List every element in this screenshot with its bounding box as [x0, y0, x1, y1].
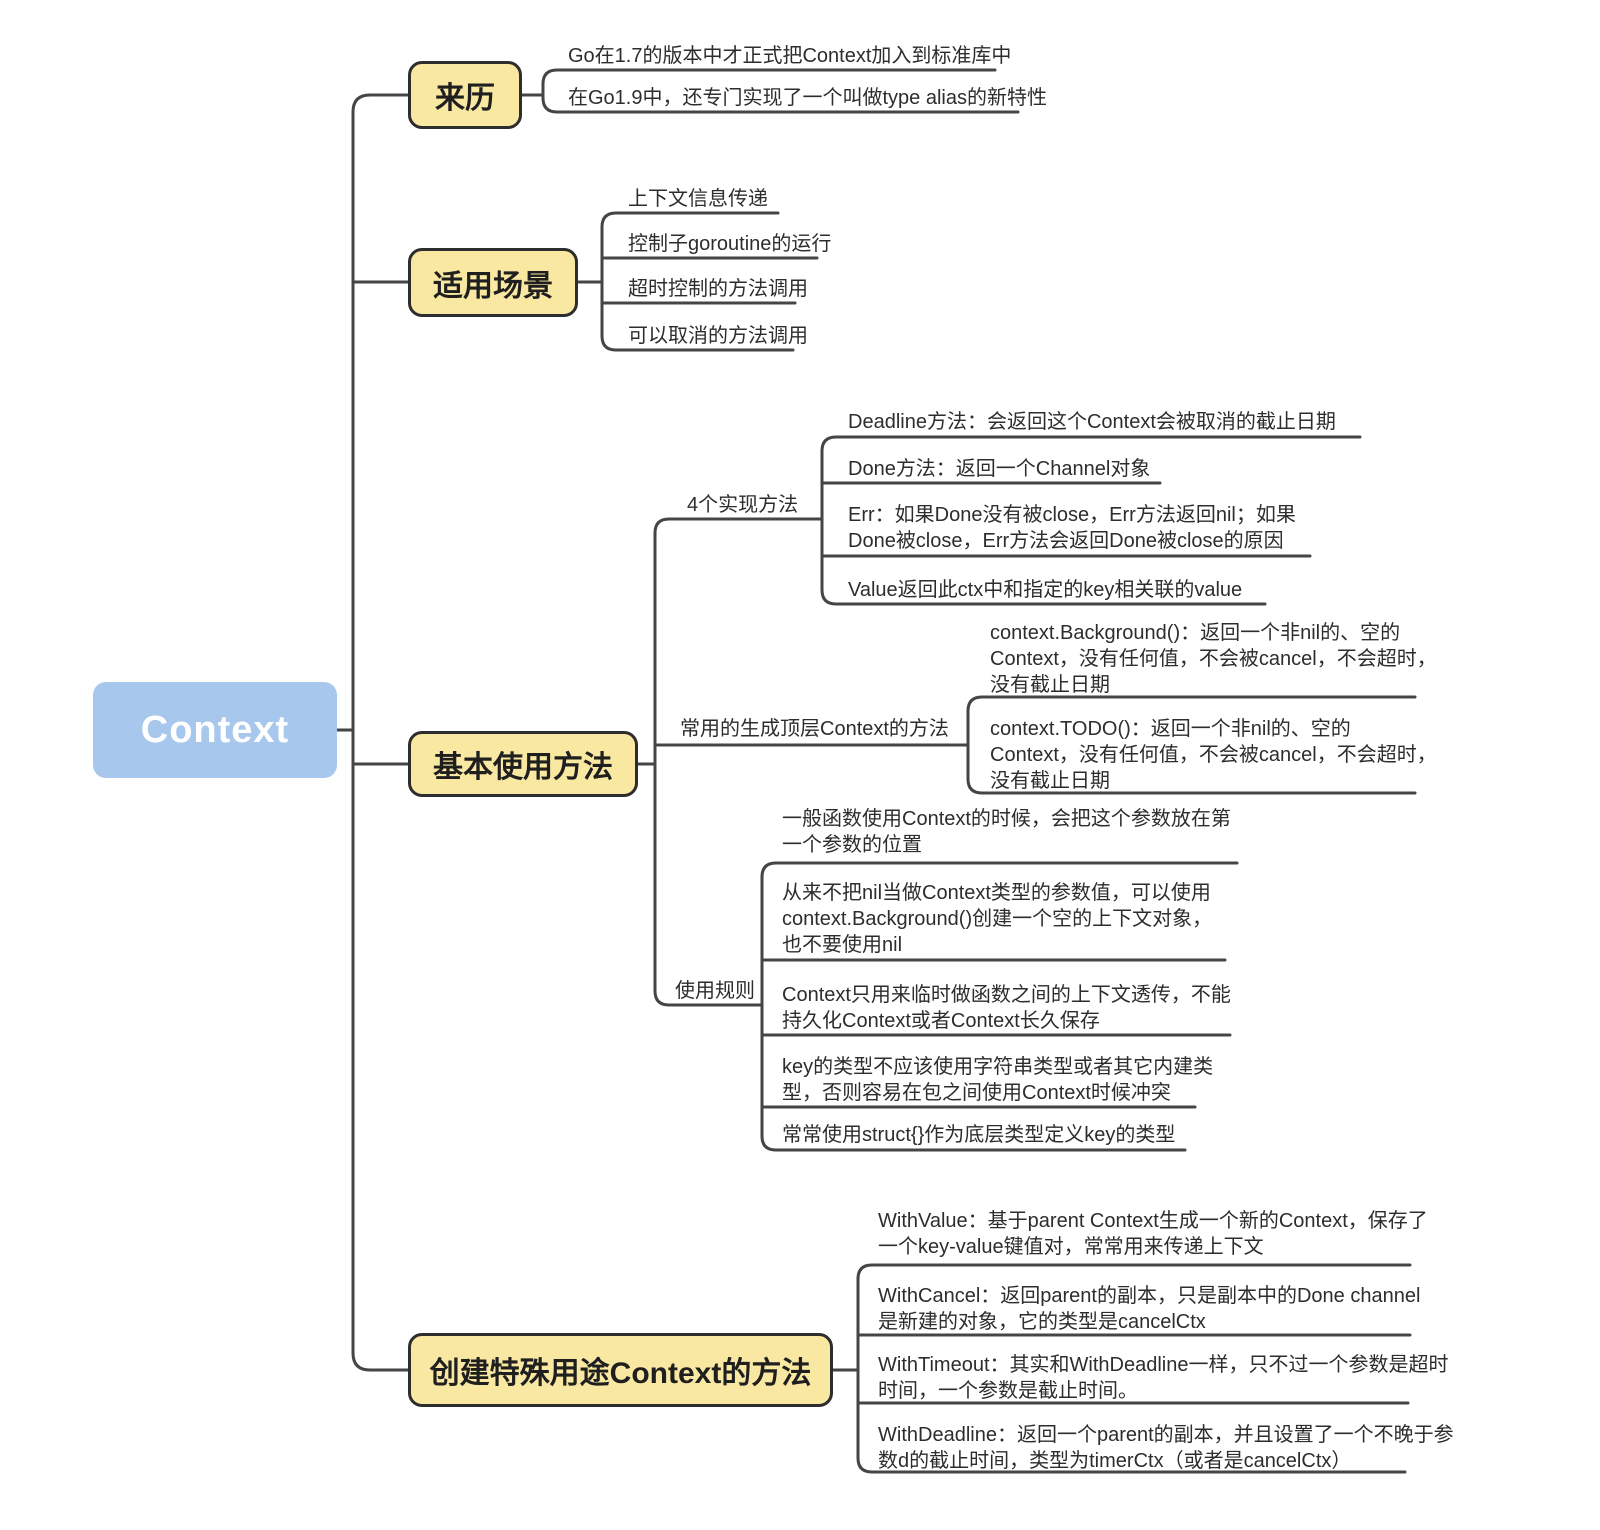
leaf-usecase-context-info[interactable]: 上下文信息传递 — [628, 188, 768, 210]
leaf-withvalue[interactable]: WithValue：基于parent Context生成一个新的Context，… — [878, 1210, 1428, 1258]
leaf-rule-struct-key[interactable]: 常常使用struct{}作为底层类型定义key的类型 — [782, 1124, 1176, 1146]
leaf-usecase-cancelable[interactable]: 可以取消的方法调用 — [628, 325, 808, 347]
leaf-origin-go19[interactable]: 在Go1.9中，还专门实现了一个叫做type alias的新特性 — [568, 87, 1047, 109]
leaf-rule-key-type[interactable]: key的类型不应该使用字符串类型或者其它内建类 型，否则容易在包之间使用Cont… — [782, 1056, 1214, 1104]
leaf-usecase-goroutine[interactable]: 控制子goroutine的运行 — [628, 233, 832, 255]
leaf-rule-no-persist[interactable]: Context只用来临时做函数之间的上下文透传，不能 持久化Context或者C… — [782, 984, 1231, 1032]
branch-special-purpose-context[interactable]: 创建特殊用途Context的方法 — [408, 1333, 833, 1407]
leaf-withcancel[interactable]: WithCancel：返回parent的副本，只是副本中的Done channe… — [878, 1285, 1421, 1333]
leaf-method-value[interactable]: Value返回此ctx中和指定的key相关联的value — [848, 579, 1243, 601]
branch-basic-usage[interactable]: 基本使用方法 — [408, 731, 638, 797]
subtopic-four-methods[interactable]: 4个实现方法 — [687, 494, 799, 516]
leaf-method-done[interactable]: Done方法：返回一个Channel对象 — [848, 458, 1151, 480]
subtopic-top-level-context[interactable]: 常用的生成顶层Context的方法 — [680, 718, 949, 740]
subtopic-usage-rules[interactable]: 使用规则 — [675, 980, 755, 1002]
leaf-rule-no-nil[interactable]: 从来不把nil当做Context类型的参数值，可以使用 context.Back… — [782, 882, 1213, 956]
leaf-method-deadline[interactable]: Deadline方法：会返回这个Context会被取消的截止日期 — [848, 411, 1336, 433]
leaf-origin-go17[interactable]: Go在1.7的版本中才正式把Context加入到标准库中 — [568, 45, 1012, 67]
leaf-context-todo[interactable]: context.TODO()：返回一个非nil的、空的 Context，没有任何… — [990, 718, 1437, 792]
leaf-withtimeout[interactable]: WithTimeout：其实和WithDeadline一样，只不过一个参数是超时… — [878, 1354, 1449, 1402]
branch-origin[interactable]: 来历 — [408, 61, 522, 129]
leaf-rule-first-param[interactable]: 一般函数使用Context的时候，会把这个参数放在第 一个参数的位置 — [782, 808, 1231, 856]
leaf-usecase-timeout[interactable]: 超时控制的方法调用 — [628, 278, 808, 300]
leaf-withdeadline[interactable]: WithDeadline：返回一个parent的副本，并且设置了一个不晚于参 数… — [878, 1424, 1454, 1472]
leaf-context-background[interactable]: context.Background()：返回一个非nil的、空的 Contex… — [990, 622, 1437, 696]
root-topic-context[interactable]: Context — [93, 682, 337, 778]
leaf-method-err[interactable]: Err：如果Done没有被close，Err方法返回nil；如果 Done被cl… — [848, 504, 1296, 552]
branch-use-cases[interactable]: 适用场景 — [408, 248, 578, 317]
